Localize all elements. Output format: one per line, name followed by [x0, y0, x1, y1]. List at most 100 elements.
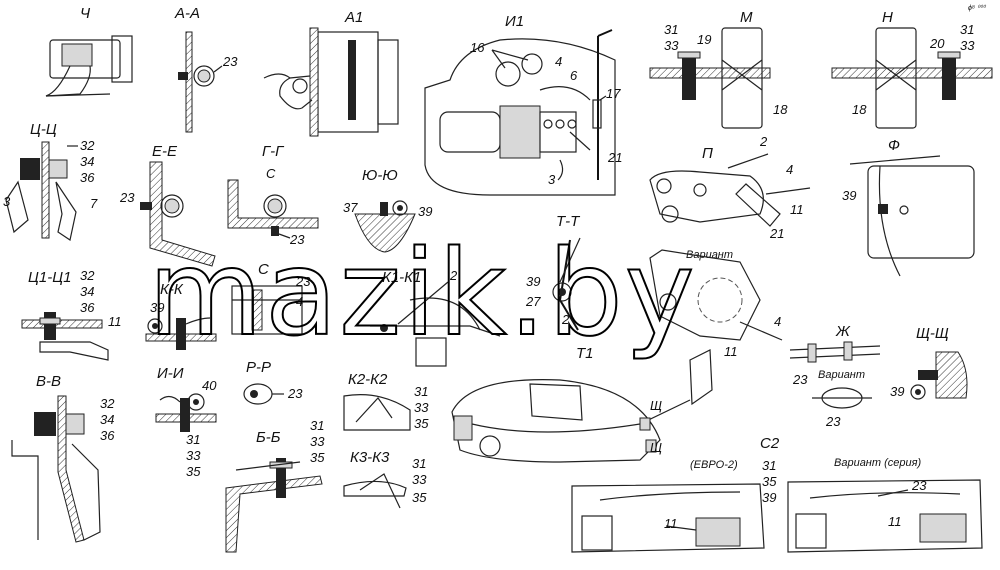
clip — [639, 417, 651, 431]
leader-line — [278, 233, 291, 239]
wire-4 — [765, 187, 811, 195]
view-title: С2 — [760, 435, 780, 452]
terminal — [661, 205, 679, 223]
clamp-bolt — [178, 72, 188, 80]
clamp-bolt — [271, 226, 279, 236]
variant-euro-label: (ЕВРО-2) — [690, 459, 738, 471]
connector-flange — [111, 35, 133, 83]
engine-outline — [451, 379, 661, 463]
connector-body — [49, 39, 121, 79]
engine-block-euro — [571, 483, 765, 553]
cable — [789, 353, 881, 359]
part-label: 34 — [100, 412, 114, 427]
tie — [807, 343, 817, 363]
view-title: К2-К2 — [348, 371, 388, 388]
part-label: 32 — [100, 396, 115, 411]
clip-core — [152, 323, 158, 329]
panel-section — [309, 27, 319, 137]
bracket-section — [185, 31, 193, 133]
mount-block — [415, 337, 447, 367]
bolt — [380, 202, 388, 216]
bracket — [343, 394, 411, 431]
frame-section — [831, 67, 993, 79]
harness — [471, 399, 691, 433]
terminal-box — [453, 415, 473, 441]
view-title: Ц1-Ц1 — [28, 269, 72, 286]
part-label: 31 — [960, 22, 974, 37]
view-title: И1 — [505, 13, 524, 30]
variant-cover — [649, 249, 761, 341]
relay — [689, 349, 713, 406]
view-k1-k1: К1-К1 2 — [370, 268, 501, 367]
part-label: 39 — [762, 490, 776, 505]
part-label: 11 — [888, 514, 902, 529]
view-c: С 23 4 — [231, 261, 311, 335]
part-label: 3 — [548, 172, 556, 187]
part-label: 3 — [3, 194, 11, 209]
clip — [392, 200, 408, 216]
hose-clamp — [875, 59, 917, 91]
view-k2-k2: К2-К2 31 33 35 — [343, 371, 429, 431]
starter — [695, 517, 741, 547]
view-title: Г-Г — [262, 143, 285, 160]
part-label: 27 — [525, 294, 541, 309]
solenoid — [735, 183, 781, 227]
view-m: М 31 33 19 18 — [649, 9, 788, 129]
view-title: М — [740, 9, 753, 26]
view-title: С — [258, 261, 269, 278]
clip — [380, 324, 388, 332]
clip-core — [558, 288, 566, 296]
clip-core — [193, 399, 199, 405]
bolt — [176, 318, 186, 350]
part-label: 34 — [80, 154, 94, 169]
view-zh: Ж 23 Вариант 23 — [789, 323, 881, 429]
bolt — [44, 312, 56, 340]
part-label: 2 — [449, 268, 458, 283]
view-title: Ц-Ц — [30, 121, 57, 138]
terminal — [567, 119, 577, 129]
view-title: К1-К1 — [382, 269, 421, 286]
bolt — [918, 370, 938, 380]
view-ts1-ts1: Ц1-Ц1 32 34 36 11 — [21, 268, 122, 361]
part-label: 18 — [852, 102, 867, 117]
rod — [849, 155, 941, 165]
clip — [645, 439, 657, 453]
leader-line — [665, 525, 697, 531]
part-label: 35 — [186, 464, 201, 479]
watermark: mazik.by — [148, 224, 697, 362]
nut — [48, 159, 68, 179]
part-label: 33 — [960, 38, 975, 53]
lead-wire — [279, 75, 313, 110]
starter-body — [439, 111, 501, 153]
part-label: 39 — [890, 384, 904, 399]
view-k3-k3: К3-К3 31 33 35 — [343, 449, 427, 509]
harness-bundle — [197, 69, 211, 83]
washer — [937, 51, 961, 59]
clip-core — [915, 389, 921, 395]
clip — [355, 397, 393, 423]
part-label: 32 — [80, 138, 95, 153]
washer — [39, 317, 61, 325]
mount-hole — [656, 178, 672, 194]
wire-end — [263, 73, 291, 79]
part-label: 2 — [759, 134, 768, 149]
clip — [552, 282, 572, 302]
leader-line — [491, 49, 506, 69]
harness-bundle — [267, 198, 283, 214]
part-label: 23 — [119, 190, 135, 205]
bolt — [942, 54, 956, 100]
part-label: 33 — [412, 472, 427, 487]
part-label: 11 — [664, 516, 678, 531]
starter-cover — [649, 170, 764, 223]
clip — [910, 384, 926, 400]
clip — [359, 473, 401, 509]
part-label: 19 — [697, 32, 711, 47]
view-title: А1 — [344, 9, 363, 26]
view-b-b: Б-Б 31 33 35 — [225, 418, 325, 553]
cover — [409, 297, 481, 331]
view-yu-yu: Ю-Ю 37 39 — [343, 167, 432, 253]
part-label: 20 — [929, 36, 945, 51]
view-aa: А-А 23 — [174, 5, 238, 133]
clip-40 — [187, 393, 205, 411]
